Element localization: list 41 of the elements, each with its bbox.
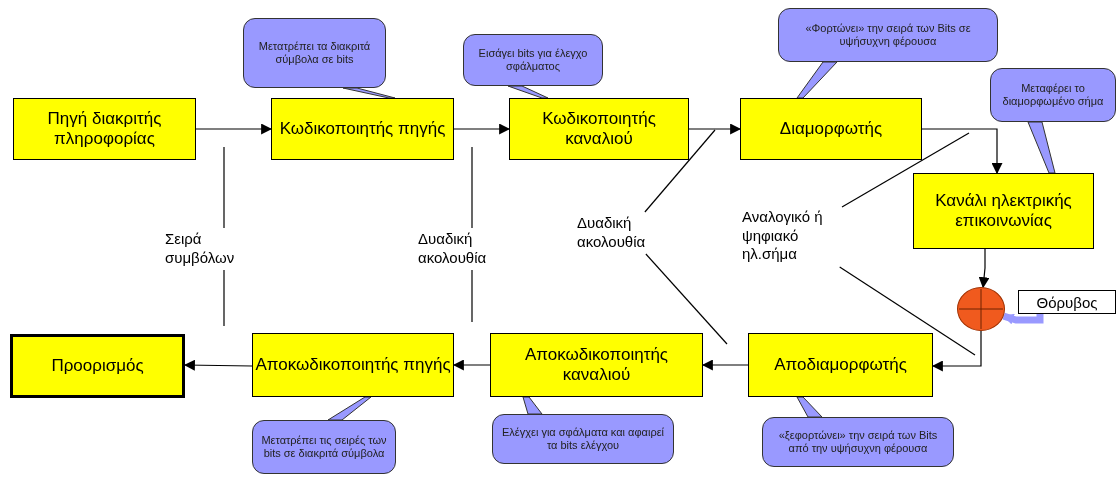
- arrow: [452, 359, 491, 371]
- process-box: Αποκωδικοποιητής καναλιού: [490, 333, 703, 397]
- callout-pointer: [796, 61, 838, 99]
- annotation-text: Αναλογικό ή ψηφιακό ηλ.σήμα: [742, 205, 842, 267]
- summing-junction: [957, 287, 1005, 331]
- callout-pointer: [507, 85, 549, 99]
- arrow: [921, 128, 1003, 175]
- annotation-text: Δυαδική ακολουθία: [418, 228, 518, 270]
- leader-line: [223, 269, 225, 327]
- callout-pointer: [522, 396, 543, 415]
- leader-line: [839, 266, 976, 356]
- callout-bubble: Ελέγχει για σφάλματα και αφαιρεί τα bits ελέγχου: [492, 414, 674, 464]
- annotation-text: Σειρά συμβόλων: [165, 228, 255, 270]
- arrow: [978, 248, 990, 289]
- noise-label-box: Θόρυβος: [1018, 290, 1116, 314]
- callout-pointer: [796, 396, 823, 418]
- arrow: [688, 123, 742, 135]
- callout-pointer: [1027, 121, 1056, 174]
- leader-line: [223, 146, 225, 229]
- leader-line: [644, 129, 716, 213]
- destination-box: Προορισμός: [10, 334, 185, 398]
- arrow: [1002, 312, 1044, 325]
- arrow: [453, 123, 511, 135]
- process-box: Διαμορφωτής: [740, 98, 922, 160]
- process-box: Κωδικοποιητής καναλιού: [509, 98, 689, 160]
- process-box: Κωδικοποιητής πηγής: [271, 98, 454, 160]
- leader-line: [645, 253, 728, 345]
- process-box: Κανάλι ηλεκτρικής επικοινωνίας: [913, 173, 1094, 249]
- process-box: Αποδιαμορφωτής: [748, 333, 933, 397]
- process-box: Πηγή διακριτής πληροφορίας: [13, 98, 196, 160]
- leader-line: [471, 146, 473, 229]
- leader-line: [471, 269, 473, 323]
- process-box: Αποκωδικοποιητής πηγής: [252, 333, 454, 397]
- arrow: [195, 123, 273, 135]
- arrow: [183, 359, 253, 371]
- arrow: [701, 359, 749, 371]
- callout-pointer: [342, 87, 396, 99]
- callout-pointer: [327, 396, 372, 421]
- arrow: [931, 330, 982, 372]
- leader-line: [841, 132, 970, 208]
- annotation-text: Δυαδική ακολουθία: [577, 212, 677, 254]
